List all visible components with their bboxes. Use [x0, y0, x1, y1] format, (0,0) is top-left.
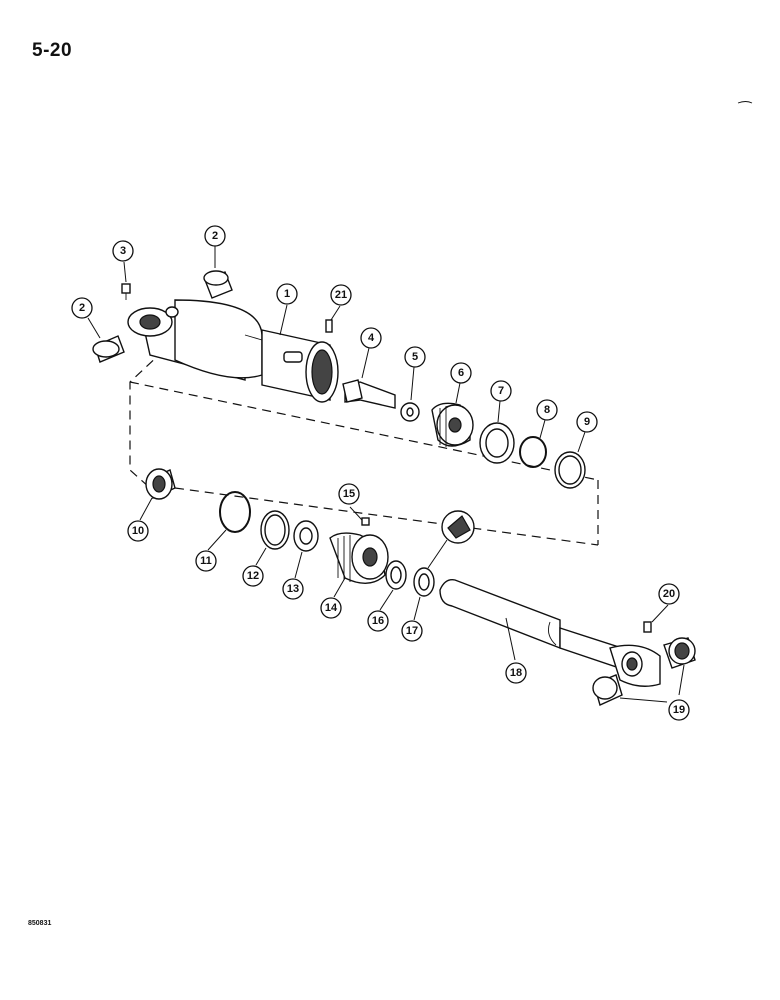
grease-fitting-top	[121, 283, 131, 300]
gland	[329, 532, 389, 584]
svg-text:8: 8	[544, 404, 550, 416]
rod-bushing-left	[592, 674, 623, 706]
callout-15: 15	[338, 483, 360, 505]
svg-text:18: 18	[510, 667, 522, 679]
callout-2-left: 2	[71, 297, 93, 319]
callout-18: 18	[505, 662, 527, 684]
svg-text:19: 19	[673, 704, 685, 716]
svg-text:21: 21	[335, 289, 347, 301]
callout-17: 17	[401, 620, 423, 642]
backup-ring	[260, 510, 290, 550]
svg-text:6: 6	[458, 367, 464, 379]
callout-13: 13	[282, 578, 304, 600]
callout-4: 4	[360, 327, 382, 349]
svg-text:5: 5	[412, 351, 418, 363]
svg-text:3: 3	[120, 245, 126, 257]
svg-text:9: 9	[584, 416, 590, 428]
assembly-path-line	[129, 339, 176, 489]
bushing-upper	[203, 270, 233, 299]
seal-detail-inset	[427, 510, 475, 569]
rod-seal	[293, 520, 319, 552]
rod-eye	[609, 644, 661, 687]
cylinder-barrel	[127, 299, 339, 403]
svg-text:11: 11	[200, 555, 212, 567]
callout-10: 10	[127, 520, 149, 542]
callout-11: 11	[195, 550, 217, 572]
callout-7: 7	[490, 380, 512, 402]
svg-text:14: 14	[325, 602, 338, 614]
wiper-seal	[385, 560, 407, 590]
callout-19: 19	[668, 699, 690, 721]
callout-12: 12	[242, 565, 264, 587]
callout-16: 16	[367, 610, 389, 632]
wear-ring	[479, 422, 515, 464]
rod-bushing-right	[663, 637, 696, 669]
svg-text:12: 12	[247, 570, 259, 582]
callout-8: 8	[536, 399, 558, 421]
retaining-ring	[413, 567, 435, 597]
o-ring-piston	[519, 436, 547, 468]
callout-9: 9	[576, 411, 598, 433]
piston-seal	[554, 451, 586, 489]
svg-text:10: 10	[132, 525, 144, 537]
callout-14: 14	[320, 597, 342, 619]
grease-fitting-barrel	[325, 319, 333, 333]
washer	[400, 402, 420, 422]
callout-1: 1	[276, 283, 298, 305]
grease-fitting-rod	[643, 621, 652, 633]
svg-text:2: 2	[79, 302, 85, 314]
set-screw	[361, 517, 370, 526]
piston-bolt	[342, 379, 396, 409]
gland-ring	[145, 468, 176, 500]
piston	[431, 402, 474, 447]
page-number: 5-20	[32, 40, 73, 61]
svg-text:15: 15	[343, 488, 355, 500]
callout-5: 5	[404, 346, 426, 368]
bushing-left	[92, 335, 125, 363]
callout-21: 21	[330, 284, 352, 306]
o-ring-gland	[219, 491, 251, 533]
leader-lines	[87, 246, 685, 703]
callout-6: 6	[450, 362, 472, 384]
svg-text:13: 13	[287, 583, 299, 595]
callout-2-upper: 2	[204, 225, 226, 247]
callout-20: 20	[658, 583, 680, 605]
figure-id: 850831	[28, 920, 52, 927]
svg-text:2: 2	[212, 230, 218, 242]
assembly-path-bottom	[174, 487, 599, 546]
svg-text:7: 7	[498, 385, 504, 397]
svg-text:17: 17	[406, 625, 418, 637]
callout-3: 3	[112, 240, 134, 262]
svg-text:4: 4	[368, 332, 375, 344]
svg-text:16: 16	[372, 615, 384, 627]
stray-mark	[737, 101, 753, 104]
piston-rod	[439, 579, 642, 677]
svg-text:20: 20	[663, 588, 675, 600]
svg-text:1: 1	[284, 288, 290, 300]
assembly-path-top	[129, 381, 599, 481]
